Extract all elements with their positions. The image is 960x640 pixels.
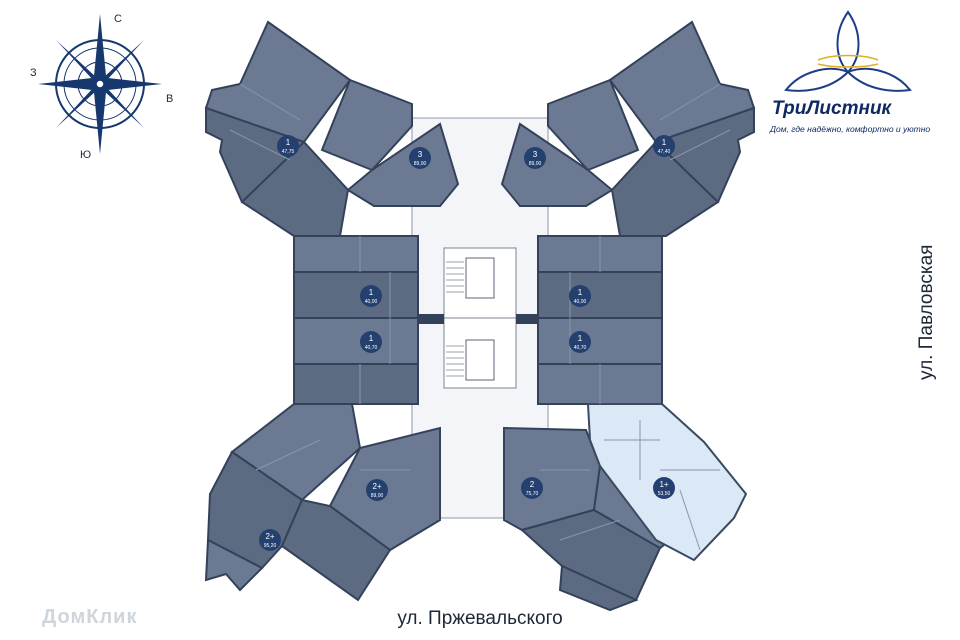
apartment-unit[interactable] [558,564,639,612]
street-name-pavlovskaya: ул. Павловская [916,244,937,380]
apartment-badge[interactable]: 140,70 [360,331,382,353]
svg-text:47,75: 47,75 [282,149,295,155]
apartment-unit[interactable] [547,78,640,172]
apartment-badge[interactable]: 2+ 89,00 [366,479,388,501]
apartment-badge[interactable]: 147,75 [277,135,299,157]
street-label-bottom: ул. Пржевальского [397,608,563,629]
svg-text:40,00: 40,00 [365,299,378,305]
svg-text:40,70: 40,70 [574,345,587,351]
svg-text:2+: 2+ [372,482,381,491]
svg-text:95,20: 95,20 [264,543,277,549]
apartment-unit[interactable] [293,317,419,365]
svg-text:2+: 2+ [265,532,274,541]
street-label-right: ул. Павловская [904,240,944,390]
svg-text:89,00: 89,00 [529,161,542,167]
apartment-badge[interactable]: 140,00 [569,285,591,307]
svg-text:89,00: 89,00 [414,161,427,167]
logo-title: ТриЛистник [772,98,892,119]
svg-text:75,70: 75,70 [526,491,539,497]
apartment-badge[interactable]: 147,40 [653,135,675,157]
apartment-unit[interactable] [320,78,413,172]
apartment-badge[interactable]: 275,70 [521,477,543,499]
apartment-unit[interactable] [280,498,392,602]
svg-text:47,40: 47,40 [658,149,671,155]
apartment-unit[interactable] [293,235,419,273]
watermark: ДомКлик [42,606,138,628]
apartment-badge[interactable]: 2+ 95,20 [259,529,281,551]
svg-text:1: 1 [369,288,374,297]
svg-text:40,00: 40,00 [574,299,587,305]
logo-tagline: Дом, где надёжно, комфортно и уютно [770,124,931,134]
svg-text:1+: 1+ [659,480,668,489]
svg-text:3: 3 [418,150,423,159]
apartment-unit[interactable] [230,403,362,502]
svg-text:2: 2 [530,480,535,489]
svg-text:1: 1 [578,288,583,297]
apartment-unit[interactable] [204,538,264,592]
svg-text:40,70: 40,70 [365,345,378,351]
trilistnik-logo-icon [784,10,912,92]
apartment-badge[interactable]: 140,70 [569,331,591,353]
compass-north: С [114,13,122,25]
apartment-unit[interactable] [293,363,419,405]
svg-text:3: 3 [533,150,538,159]
svg-text:53,50: 53,50 [658,491,671,497]
svg-text:1: 1 [286,138,291,147]
apartment-unit[interactable] [519,508,662,602]
compass-east: В [166,93,173,105]
apartment-badge[interactable]: 1+ 53,50 [653,477,675,499]
apartment-badge[interactable]: 389,00 [409,147,431,169]
svg-text:1: 1 [578,334,583,343]
apartment-badge[interactable]: 389,00 [524,147,546,169]
compass-south: Ю [80,149,91,161]
apartment-badges: 147,75 389,00 389,00 147,40 140,00 140,0… [259,135,675,551]
svg-text:1: 1 [369,334,374,343]
apartment-unit[interactable] [537,271,663,319]
compass-rose-icon: С Ю З В [30,13,173,161]
compass-west: З [30,67,37,79]
svg-text:1: 1 [662,138,667,147]
apartment-unit[interactable] [293,271,419,319]
svg-text:89,00: 89,00 [371,493,384,499]
apartment-unit[interactable] [537,317,663,365]
apartment-badge[interactable]: 140,00 [360,285,382,307]
